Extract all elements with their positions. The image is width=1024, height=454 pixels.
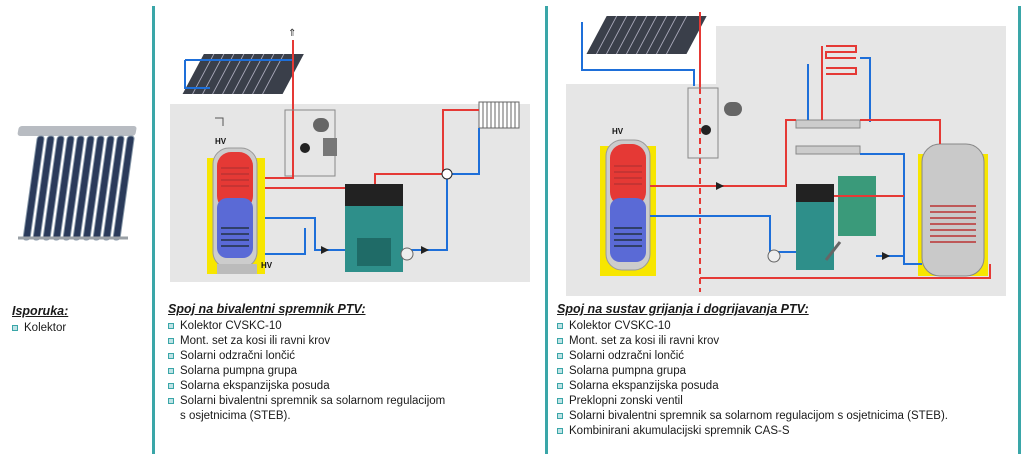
storage-tank-icon — [918, 143, 988, 277]
list-item-label: Solarni odzračni lončić — [569, 350, 685, 362]
bullet-icon — [12, 325, 18, 331]
bullet-icon — [168, 353, 174, 359]
list-item: Kolektor — [12, 321, 68, 336]
delivery-heading: Isporuka: — [12, 304, 69, 318]
list-item-label: Solarna pumpna grupa — [180, 365, 297, 377]
list-item: Solarni odzračni lončić — [168, 349, 445, 364]
list-item-label: Kolektor CVSKC-10 — [569, 320, 671, 332]
list-item: Solarna ekspanzijska posuda — [168, 379, 445, 394]
list-item: Solarna pumpna grupa — [168, 364, 445, 379]
list-item-continuation: s osjetnicima (STEB). — [168, 409, 445, 424]
list-item-label: Solarna ekspanzijska posuda — [180, 380, 330, 392]
bullet-icon — [168, 338, 174, 344]
heating-section: Spoj na sustav grijanja i dogrijavanja P… — [557, 302, 948, 439]
bivalent-diagram: ⇑ HV HV — [165, 18, 535, 288]
boiler-icon — [345, 184, 403, 272]
list-item-label: Solarna pumpna grupa — [569, 365, 686, 377]
hv-label: HV — [261, 261, 273, 270]
list-item-label: Mont. set za kosi ili ravni krov — [569, 335, 720, 347]
list-item-label: Kolektor — [24, 322, 67, 334]
list-item: Kolektor CVSKC-10 — [168, 319, 445, 334]
delivery-section: Isporuka: Kolektor — [12, 304, 68, 336]
hv-label: HV — [612, 127, 624, 136]
list-item: Kombinirani akumulacijski spremnik CAS-S — [557, 424, 948, 439]
list-item-label: Solarni bivalentni spremnik sa solarnom … — [569, 410, 949, 422]
bivalent-section: Spoj na bivalentni spremnik PTV: Kolekto… — [168, 302, 445, 424]
heating-system-diagram: HV — [560, 6, 1012, 296]
list-item: Solarni odzračni lončić — [557, 349, 948, 364]
list-item-label: Solarni odzračni lončić — [180, 350, 296, 362]
collector-image — [0, 120, 150, 250]
list-item: Mont. set za kosi ili ravni krov — [557, 334, 948, 349]
list-item-label: s osjetnicima (STEB). — [180, 410, 291, 422]
delivery-list: Kolektor — [12, 321, 68, 336]
bullet-icon — [557, 368, 563, 374]
divider-middle — [545, 6, 548, 454]
list-item-label: Mont. set za kosi ili ravni krov — [180, 335, 331, 347]
bullet-icon — [557, 323, 563, 329]
bullet-icon — [557, 413, 563, 419]
bivalent-list: Kolektor CVSKC-10 Mont. set za kosi ili … — [168, 319, 445, 424]
bullet-icon — [168, 398, 174, 404]
hv-label: HV — [215, 137, 227, 146]
list-item: Solarna ekspanzijska posuda — [557, 379, 948, 394]
svg-text:⇑: ⇑ — [288, 28, 296, 39]
heating-list: Kolektor CVSKC-10 Mont. set za kosi ili … — [557, 319, 948, 439]
pellet-boiler-icon — [796, 176, 876, 270]
bullet-icon — [557, 428, 563, 434]
list-item-label: Solarni bivalentni spremnik sa solarnom … — [180, 395, 446, 407]
list-item-label: Kombinirani akumulacijski spremnik CAS-S — [569, 425, 790, 437]
bullet-icon — [168, 383, 174, 389]
bullet-icon — [168, 323, 174, 329]
solar-collector-icon — [586, 16, 707, 54]
list-item: Solarna pumpna grupa — [557, 364, 948, 379]
list-item-label: Preklopni zonski ventil — [569, 395, 683, 407]
heating-heading: Spoj na sustav grijanja i dogrijavanja P… — [557, 302, 809, 316]
divider-right — [1018, 6, 1021, 454]
list-item-label: Kolektor CVSKC-10 — [180, 320, 282, 332]
list-item: Solarni bivalentni spremnik sa solarnom … — [557, 409, 948, 424]
list-item: Kolektor CVSKC-10 — [557, 319, 948, 334]
radiator-icon — [478, 101, 520, 129]
bullet-icon — [168, 368, 174, 374]
bivalent-tank-icon — [207, 147, 265, 274]
bivalent-tank-icon — [600, 139, 656, 276]
divider-left — [152, 6, 155, 454]
list-item-label: Solarna ekspanzijska posuda — [569, 380, 719, 392]
bullet-icon — [557, 398, 563, 404]
bullet-icon — [557, 353, 563, 359]
list-item: Preklopni zonski ventil — [557, 394, 948, 409]
bullet-icon — [557, 338, 563, 344]
bullet-icon — [557, 383, 563, 389]
bivalent-heading: Spoj na bivalentni spremnik PTV: — [168, 302, 366, 316]
list-item: Mont. set za kosi ili ravni krov — [168, 334, 445, 349]
list-item: Solarni bivalentni spremnik sa solarnom … — [168, 394, 445, 409]
